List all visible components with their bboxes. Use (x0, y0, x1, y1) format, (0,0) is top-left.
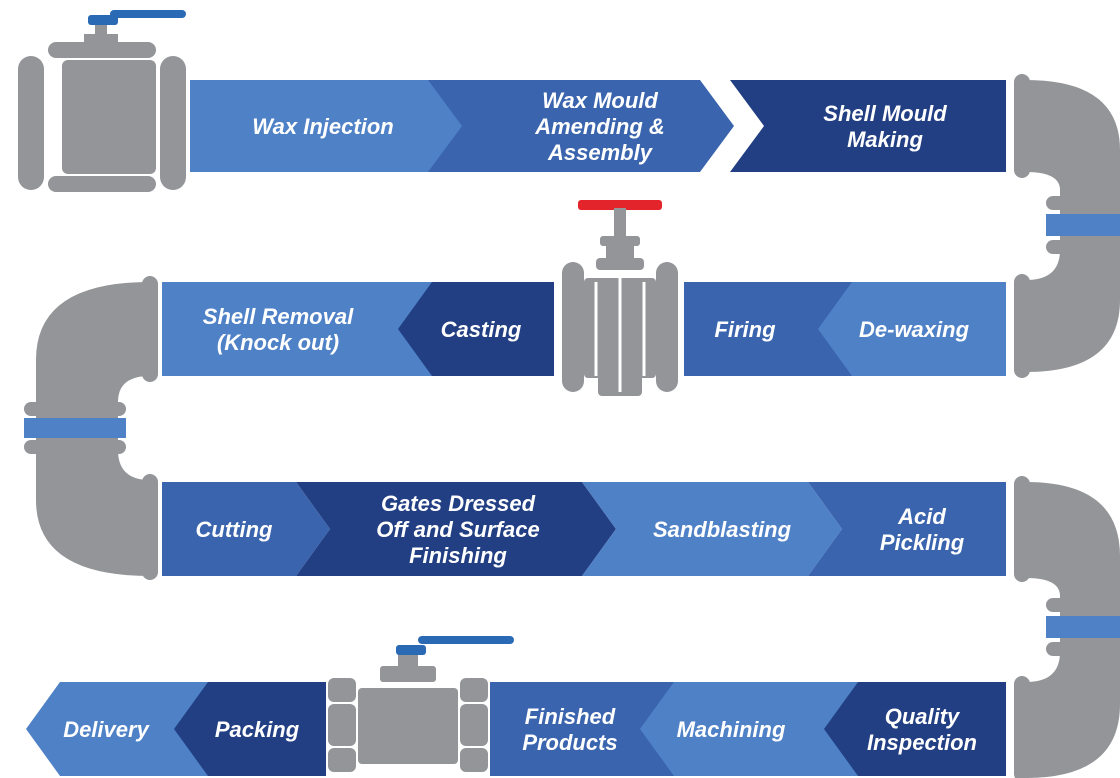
process-step: Firing (684, 282, 852, 376)
step-label-line: Delivery (63, 717, 150, 742)
step-arrow (190, 80, 466, 172)
process-step: Cutting (162, 482, 330, 576)
pipe-band (1046, 214, 1120, 236)
step-label-line: Wax Mould (542, 88, 658, 113)
step-label-line: Amending & (534, 114, 665, 139)
step-label-line: Sandblasting (653, 517, 792, 542)
step-label-line: Making (847, 127, 923, 152)
step-arrow (296, 482, 616, 576)
step-label-line: Wax Injection (252, 114, 393, 139)
step-label-line: Assembly (547, 140, 654, 165)
process-step: Sandblasting (582, 482, 842, 576)
step-label-line: Machining (677, 717, 786, 742)
step-label-line: Finishing (409, 543, 507, 568)
step-label: Firing (714, 317, 776, 342)
process-step: Packing (172, 682, 326, 776)
step-arrow (162, 282, 432, 376)
ball-valve-icon (328, 636, 514, 772)
step-label-line: Acid (897, 504, 946, 529)
pipe-bend-right-top (1014, 74, 1120, 378)
step-label-line: Packing (215, 717, 300, 742)
ball-valve-icon (18, 10, 186, 192)
step-label-line: Gates Dressed (381, 491, 536, 516)
step-label-line: Finished (525, 704, 616, 729)
pipe-bend-right-bottom (1014, 476, 1120, 778)
step-arrow (638, 682, 858, 776)
gate-valve-icon (562, 200, 678, 396)
step-label: Packing (215, 717, 300, 742)
step-arrow (172, 682, 326, 776)
step-label-line: De-waxing (859, 317, 970, 342)
step-arrow (26, 682, 208, 776)
step-label: Sandblasting (653, 517, 792, 542)
pipe-band (24, 418, 126, 438)
process-step: Machining (638, 682, 858, 776)
step-label: Casting (441, 317, 522, 342)
step-label-line: Off and Surface (376, 517, 539, 542)
step-label: Wax Injection (252, 114, 393, 139)
step-arrow (428, 80, 734, 172)
step-label: Cutting (196, 517, 274, 542)
step-label-line: Inspection (867, 730, 977, 755)
step-arrow (396, 282, 554, 376)
step-arrow (162, 482, 330, 576)
step-arrow (684, 282, 852, 376)
step-arrow (822, 682, 1006, 776)
step-label: Delivery (63, 717, 150, 742)
step-label: Machining (677, 717, 786, 742)
step-label-line: Shell Removal (203, 304, 354, 329)
step-label: De-waxing (859, 317, 970, 342)
step-label-line: (Knock out) (217, 330, 339, 355)
process-step: Wax Injection (190, 80, 466, 172)
process-step: Casting (396, 282, 554, 376)
step-arrow (582, 482, 842, 576)
step-label-line: Cutting (196, 517, 274, 542)
step-label-line: Pickling (880, 530, 965, 555)
step-label-line: Quality (885, 704, 961, 729)
step-arrow (730, 80, 1006, 172)
pipe-band (1046, 616, 1120, 638)
step-arrow (490, 682, 674, 776)
step-arrow (816, 282, 1006, 376)
step-label-line: Firing (714, 317, 776, 342)
process-step: De-waxing (816, 282, 1006, 376)
step-arrow (808, 482, 1006, 576)
step-label-line: Shell Mould (823, 101, 947, 126)
step-label-line: Casting (441, 317, 522, 342)
step-label: Shell Removal(Knock out) (203, 304, 354, 355)
process-step: Delivery (26, 682, 208, 776)
step-label-line: Products (522, 730, 617, 755)
process-step: Shell Removal(Knock out) (162, 282, 432, 376)
pipe-bend-left-middle (24, 276, 158, 580)
